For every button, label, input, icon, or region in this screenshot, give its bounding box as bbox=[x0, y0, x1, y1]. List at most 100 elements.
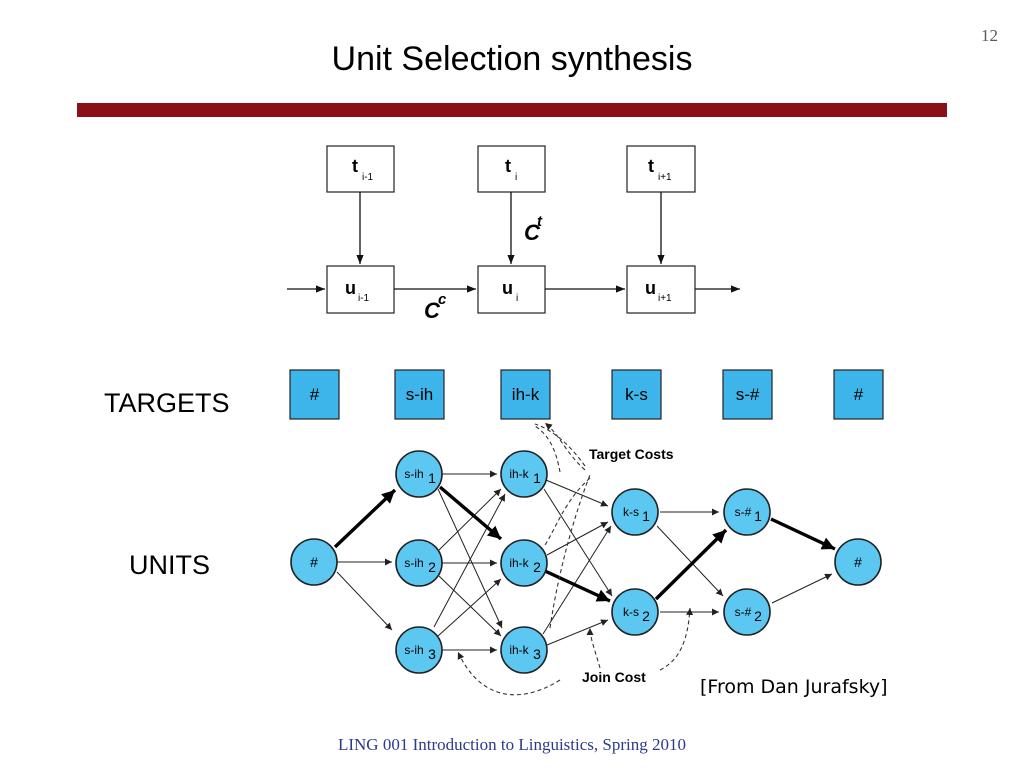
units-heading: UNITS bbox=[129, 550, 210, 580]
join-cost-arrow bbox=[457, 651, 561, 696]
top-unit-main: u bbox=[345, 278, 356, 298]
concat-cost-symbol: C c bbox=[424, 291, 447, 323]
unit-node-sub: 2 bbox=[428, 559, 436, 575]
unit-node: ih-k 1 bbox=[500, 450, 548, 498]
target-cost-symbol: C t bbox=[524, 213, 543, 245]
svg-text:ih-k: ih-k bbox=[512, 385, 540, 404]
unit-node-main: s-ih bbox=[404, 467, 423, 481]
top-unit-box: u i bbox=[477, 265, 546, 314]
lattice-edges bbox=[336, 470, 833, 654]
unit-node-sub: 1 bbox=[642, 508, 650, 524]
lattice-edge bbox=[542, 525, 612, 635]
unit-node: s-ih 1 bbox=[395, 450, 443, 498]
best-path-edge bbox=[544, 569, 611, 603]
best-path-edge bbox=[333, 488, 397, 549]
top-target-sub: i+1 bbox=[658, 172, 672, 183]
svg-text:#: # bbox=[310, 385, 320, 404]
unit-node-sub: 1 bbox=[754, 508, 762, 524]
unit-node-main: s-# bbox=[735, 605, 752, 619]
join-cost-arrow bbox=[586, 627, 601, 669]
svg-text:s-#: s-# bbox=[736, 385, 760, 404]
target-box: ih-k bbox=[500, 369, 551, 420]
lattice-edge bbox=[438, 575, 502, 637]
join-cost-arrow bbox=[659, 607, 694, 671]
unit-nodes: # s-ih 1 s-ih 2 s-ih 3 ih-k 1 ih-k 2 bbox=[290, 450, 882, 674]
best-path bbox=[333, 485, 836, 603]
unit-node: # bbox=[834, 538, 882, 586]
top-target-main: t bbox=[505, 156, 511, 176]
svg-text:c: c bbox=[438, 291, 447, 308]
lattice-edge bbox=[437, 488, 503, 629]
title-rule bbox=[77, 103, 947, 117]
unit-node-main: ih-k bbox=[509, 467, 529, 481]
lattice-edge bbox=[438, 488, 502, 551]
target-box: s-# bbox=[722, 369, 773, 420]
svg-text:#: # bbox=[854, 385, 864, 404]
target-box: # bbox=[289, 369, 340, 420]
unit-node: s-# 1 bbox=[723, 488, 771, 536]
target-cost-arrow bbox=[534, 423, 586, 467]
target-box: k-s bbox=[611, 369, 662, 420]
lattice-edge bbox=[771, 573, 833, 604]
unit-node: # bbox=[290, 538, 338, 586]
unit-node-main: ih-k bbox=[509, 643, 529, 657]
top-unit-main: u bbox=[502, 278, 513, 298]
unit-node: k-s 2 bbox=[611, 588, 659, 636]
lattice-edge bbox=[543, 488, 613, 597]
svg-text:C: C bbox=[424, 298, 441, 323]
unit-node-sub: 1 bbox=[533, 470, 541, 486]
figure-credit: [From Dan Jurafsky] bbox=[700, 676, 888, 698]
unit-node: s-# 2 bbox=[723, 588, 771, 636]
svg-text:k-s: k-s bbox=[625, 385, 648, 404]
unit-node-main: s-ih bbox=[404, 556, 423, 570]
unit-node-main: k-s bbox=[623, 505, 639, 519]
top-unit-box: u i-1 bbox=[326, 265, 395, 314]
target-cost-arrow bbox=[544, 422, 586, 471]
lattice-edge bbox=[546, 521, 609, 556]
top-unit-sub: i-1 bbox=[358, 293, 370, 304]
target-box: s-ih bbox=[394, 369, 445, 420]
lattice-edge bbox=[336, 571, 393, 631]
svg-text:s-ih: s-ih bbox=[406, 385, 433, 404]
target-box: # bbox=[833, 369, 884, 420]
unit-node-main: s-ih bbox=[404, 643, 423, 657]
unit-node-main: k-s bbox=[623, 605, 639, 619]
unit-node-sub: 2 bbox=[533, 559, 541, 575]
target-box-row: # s-ih ih-k k-s s-# # bbox=[289, 369, 884, 420]
svg-text:C: C bbox=[524, 220, 541, 245]
top-target-main: t bbox=[648, 156, 654, 176]
top-diagram: t i-1 t i t i+1 u i-1 u i u i+1 bbox=[287, 145, 740, 323]
top-unit-sub: i+1 bbox=[658, 293, 672, 304]
unit-node: ih-k 2 bbox=[500, 539, 548, 587]
best-path-edge bbox=[438, 485, 503, 541]
top-target-sub: i-1 bbox=[362, 172, 374, 183]
top-unit-main: u bbox=[645, 278, 656, 298]
svg-text:t: t bbox=[537, 213, 543, 230]
unit-node-main: # bbox=[310, 554, 318, 570]
target-cost-arrow bbox=[544, 477, 591, 546]
slide-title: Unit Selection synthesis bbox=[331, 40, 693, 78]
join-cost-label: Join Cost bbox=[582, 669, 646, 685]
unit-node-sub: 3 bbox=[428, 646, 436, 662]
top-target-box: t i-1 bbox=[326, 145, 395, 193]
target-cost-arrows bbox=[534, 422, 591, 629]
target-costs-label: Target Costs bbox=[589, 446, 674, 462]
unit-node-sub: 2 bbox=[754, 608, 762, 624]
top-target-box: t i bbox=[477, 145, 546, 193]
unit-node-sub: 2 bbox=[642, 608, 650, 624]
top-target-main: t bbox=[352, 156, 358, 176]
join-cost-arrows bbox=[457, 607, 694, 696]
top-unit-box: u i+1 bbox=[626, 265, 696, 314]
unit-node-main: ih-k bbox=[509, 556, 529, 570]
unit-node: s-ih 3 bbox=[395, 626, 443, 674]
target-cost-arrow bbox=[549, 474, 591, 629]
targets-heading: TARGETS bbox=[104, 388, 230, 418]
top-target-sub: i bbox=[515, 172, 517, 183]
best-path-edge bbox=[654, 528, 728, 601]
unit-node: s-ih 2 bbox=[395, 539, 443, 587]
lattice-edge bbox=[546, 619, 609, 646]
lattice-edge bbox=[545, 479, 609, 507]
unit-node-sub: 3 bbox=[533, 646, 541, 662]
best-path-edge bbox=[770, 517, 836, 551]
